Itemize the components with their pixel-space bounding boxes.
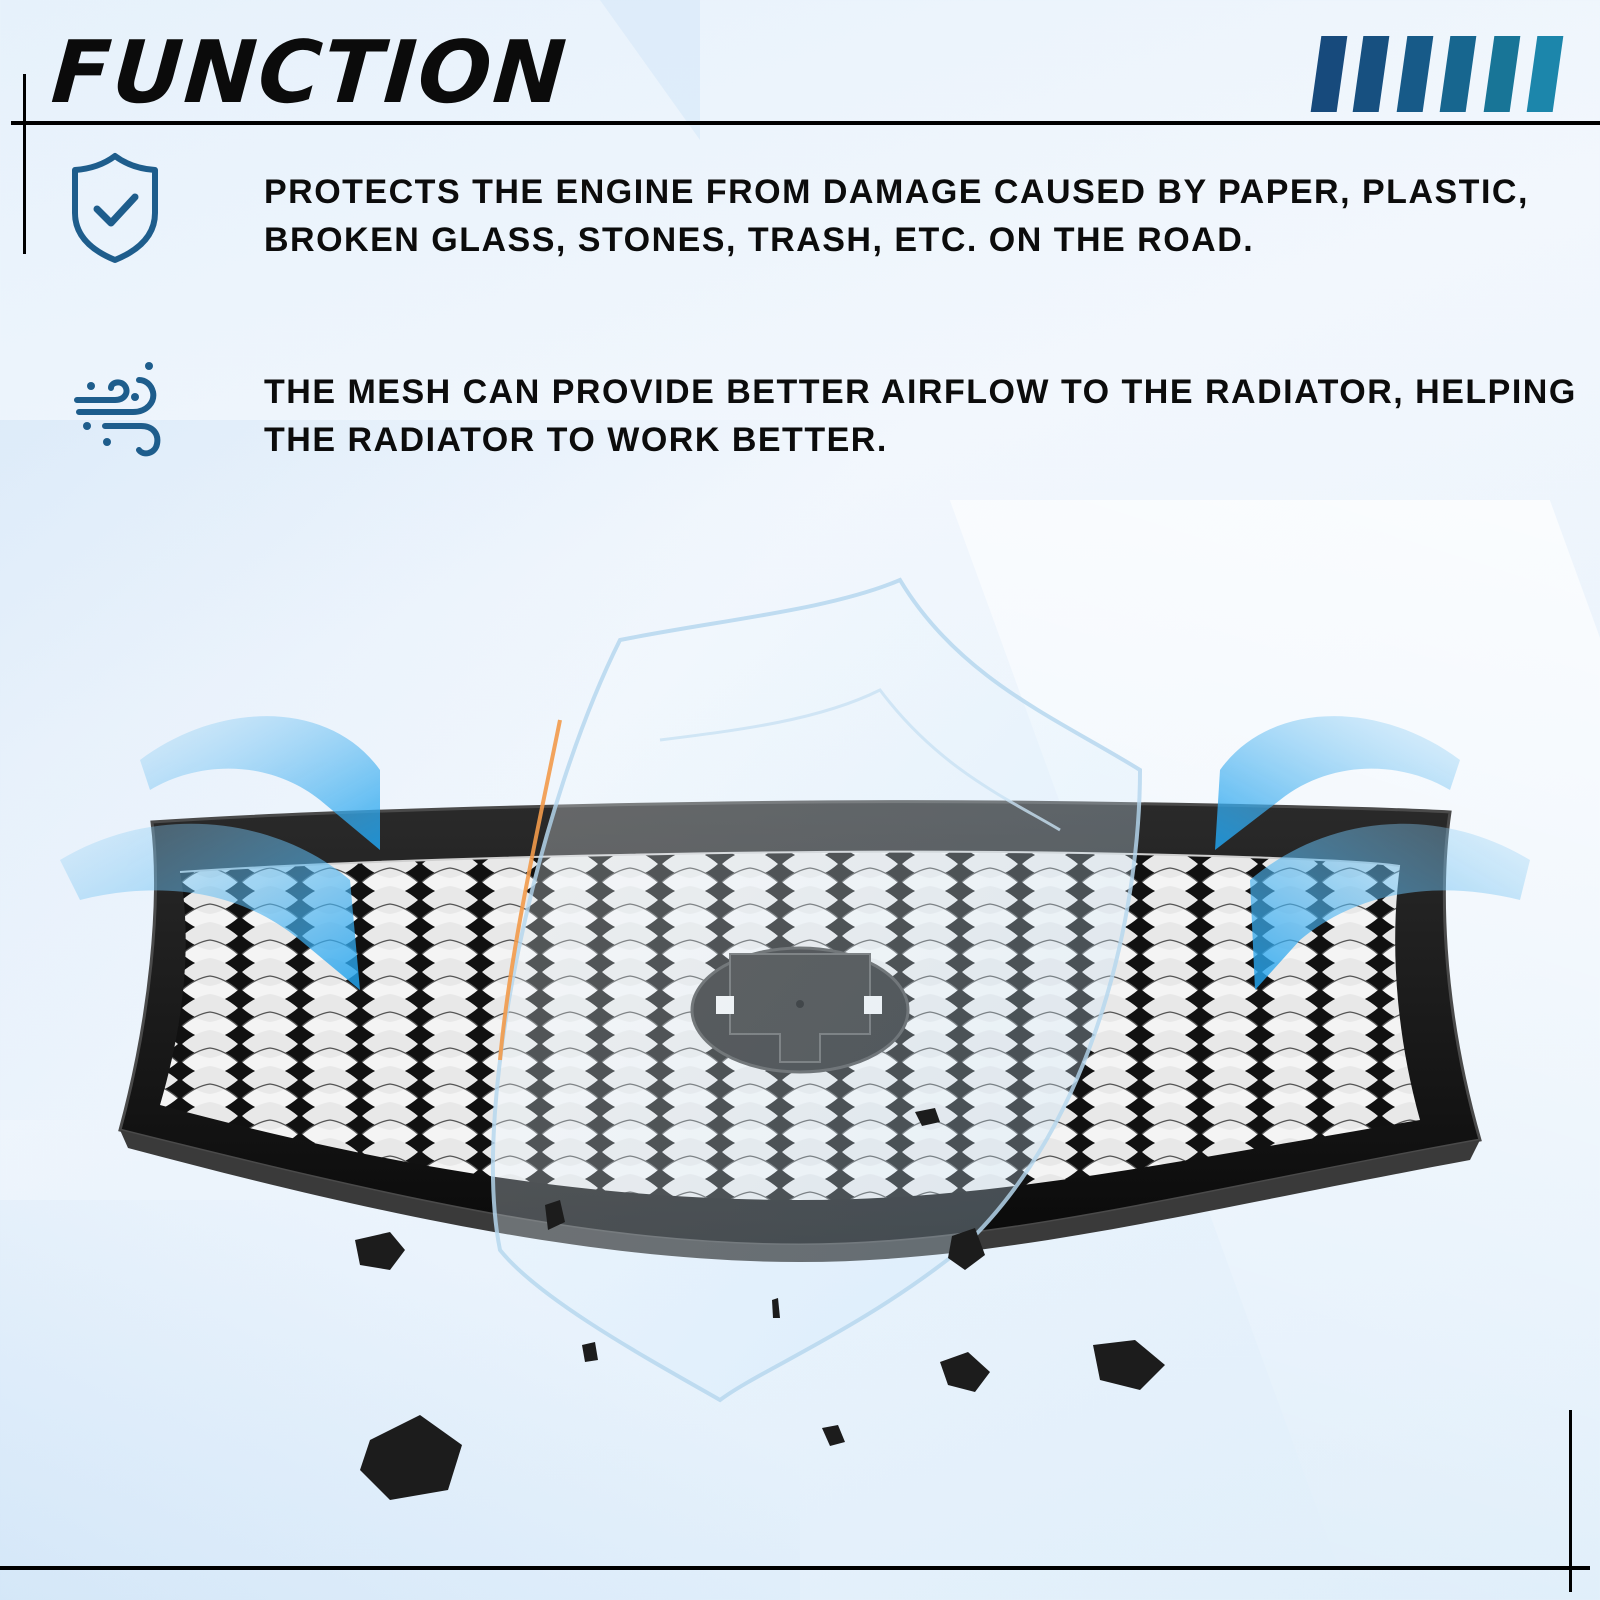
stripe — [1310, 36, 1348, 112]
airflow-arrow-right — [1215, 716, 1530, 990]
stripe — [1352, 36, 1390, 112]
stripe — [1396, 36, 1434, 112]
transparent-shield — [490, 577, 1143, 1403]
stripe — [1526, 36, 1564, 112]
shield-check-icon — [60, 150, 170, 265]
frame-corner-top-left — [23, 74, 26, 254]
stripe — [1439, 36, 1477, 112]
product-image — [0, 530, 1600, 1530]
wind-airflow-icon — [60, 350, 170, 465]
feature-line: PROTECTS THE ENGINE FROM DAMAGE CAUSED B… — [264, 173, 1529, 211]
stripe — [1483, 36, 1521, 112]
airflow-arrow-left — [60, 716, 380, 990]
header-divider — [11, 121, 1600, 125]
debris-stones — [355, 1108, 1165, 1500]
feature-description: THE MESH CAN PROVIDE BETTER AIRFLOW TO T… — [264, 368, 1594, 464]
page-title: FUNCTION — [48, 23, 571, 123]
feature-line: THE MESH CAN PROVIDE BETTER AIRFLOW TO T… — [264, 373, 1577, 411]
feature-airflow: THE MESH CAN PROVIDE BETTER AIRFLOW TO T… — [60, 350, 1594, 465]
footer-divider — [0, 1566, 1590, 1570]
grille-illustration — [60, 577, 1530, 1500]
feature-description: PROTECTS THE ENGINE FROM DAMAGE CAUSED B… — [264, 168, 1594, 264]
feature-line: THE RADIATOR TO WORK BETTER. — [264, 421, 888, 459]
decorative-stripes — [1310, 36, 1570, 114]
background-facet — [600, 0, 700, 140]
frame-corner-bottom-right — [1569, 1410, 1572, 1592]
feature-line: BROKEN GLASS, STONES, TRASH, ETC. ON THE… — [264, 221, 1255, 259]
feature-protection: PROTECTS THE ENGINE FROM DAMAGE CAUSED B… — [60, 150, 1594, 265]
